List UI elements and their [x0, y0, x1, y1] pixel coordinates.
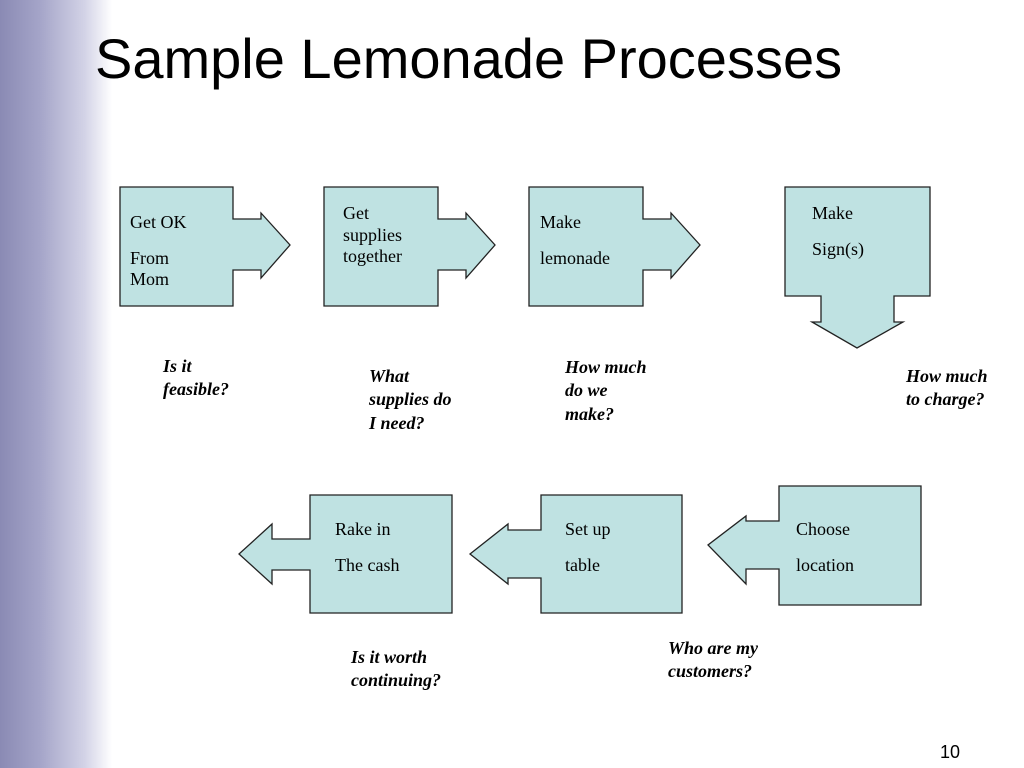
step-get-supplies-shape [323, 186, 496, 307]
slide-title: Sample Lemonade Processes [95, 27, 843, 90]
page-number: 10 [940, 742, 961, 762]
question-worth-continuing: Is it worth continuing? [351, 647, 442, 691]
question-how-much-charge: How much to charge? [906, 366, 988, 410]
step-make-signs-shape [784, 186, 931, 349]
slide-sidebar-gradient [0, 0, 112, 768]
question-customers: Who are my customers? [668, 638, 758, 682]
step-make-lemonade-shape [528, 186, 701, 307]
question-feasible: Is it feasible? [163, 356, 229, 400]
step-get-ok-shape [119, 186, 291, 307]
step-label-make-signs: Make Sign(s) [812, 203, 865, 259]
question-how-much-make: How much do we make? [565, 357, 647, 424]
step-label-get-ok: Get OK From Mom [130, 212, 187, 290]
step-rake-in-cash-shape [238, 494, 453, 614]
step-set-up-table-shape [468, 494, 683, 614]
step-label-choose-location: Choose location [796, 519, 854, 575]
step-label-rake-in-cash: Rake in The cash [335, 519, 400, 575]
step-label-set-up-table: Set up table [565, 519, 611, 575]
question-supplies: What supplies do I need? [369, 366, 452, 433]
step-label-make-lemonade: Make lemonade [540, 212, 610, 268]
step-choose-location-shape [707, 485, 922, 606]
step-label-get-supplies: Get supplies together [343, 203, 403, 267]
